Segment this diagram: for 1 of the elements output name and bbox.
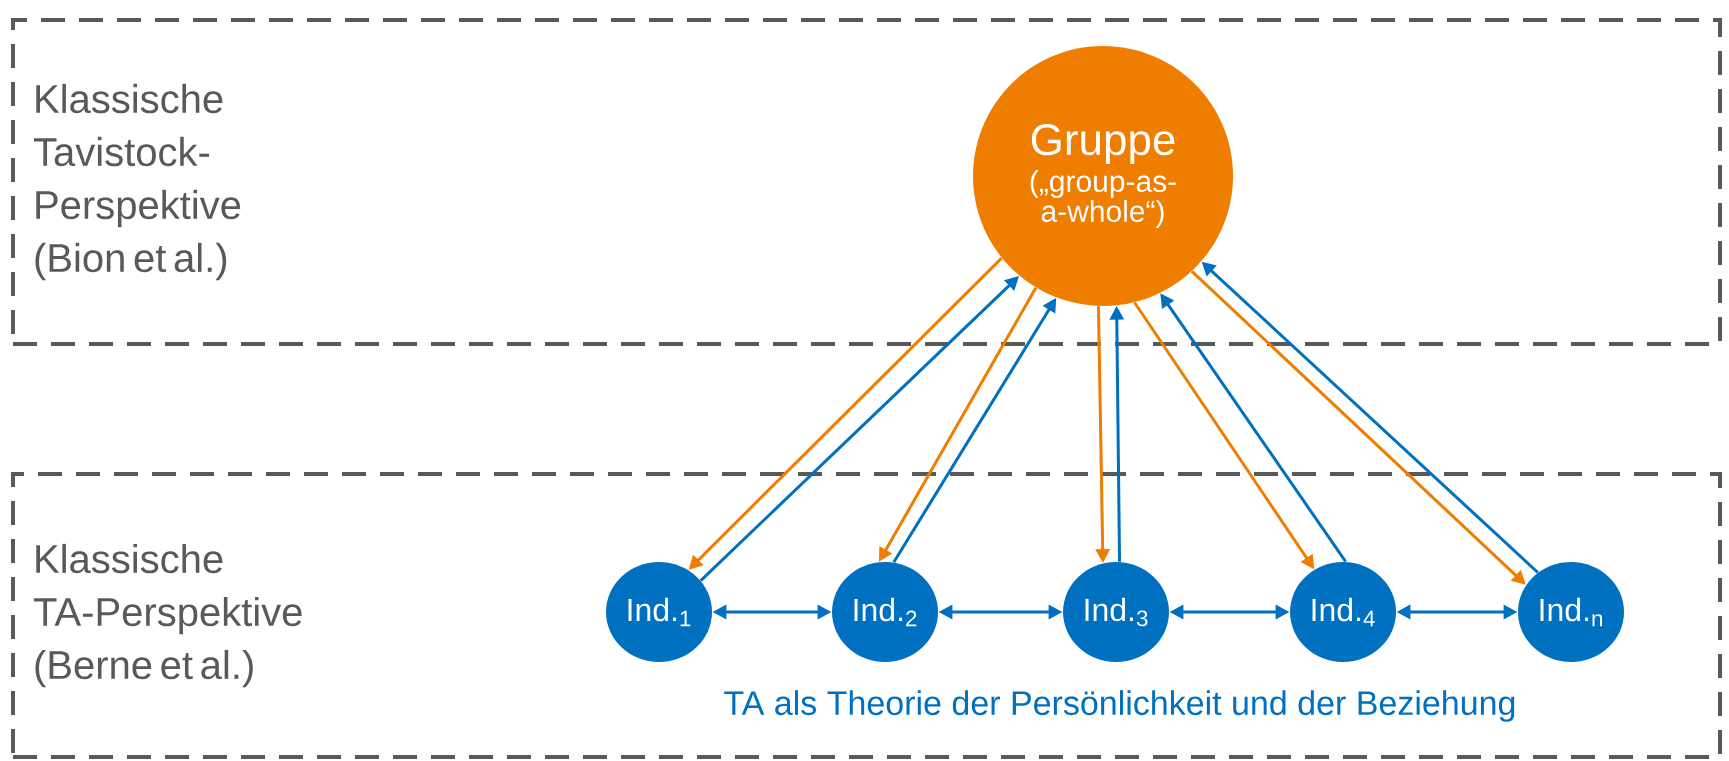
caption-text: TA als Theorie der Persönlichkeit und der Beziehung	[724, 690, 1515, 722]
